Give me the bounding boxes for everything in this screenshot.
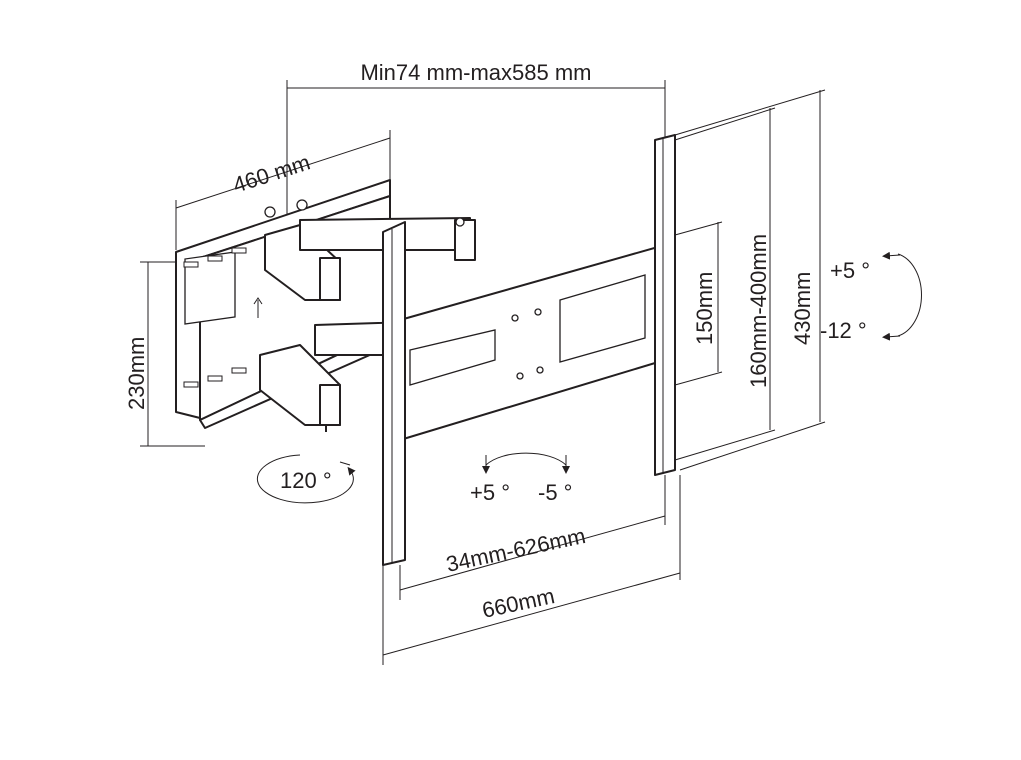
tilt-indicator: +5 ° -12 °	[820, 251, 922, 343]
tv-horizontal-rail	[399, 244, 666, 441]
arm-extension-label: Min74 mm-max585 mm	[360, 60, 591, 85]
swivel-label: 120 °	[280, 468, 332, 493]
hole-spacing-label: 34mm-626mm	[444, 523, 588, 577]
rail-slot-dimension: 150mm	[674, 221, 723, 386]
arm-extension-dimension: Min74 mm-max585 mm	[286, 60, 666, 250]
rail-slot-label: 150mm	[692, 272, 717, 345]
roll-plus-label: +5 °	[470, 480, 510, 505]
vertical-hole-spacing-label: 160mm-400mm	[746, 234, 771, 388]
tv-vertical-rail-left	[382, 221, 406, 566]
tilt-minus-label: -12 °	[820, 318, 867, 343]
tv-vertical-rail-right	[654, 134, 676, 476]
wall-plate-width-label: 460 mm	[230, 149, 313, 197]
bracket-width-label: 660mm	[480, 583, 557, 623]
hole-spacing-dimension: 34mm-626mm	[399, 475, 666, 600]
vertical-hole-spacing-dimension: 160mm-400mm	[674, 107, 776, 461]
rail-height-label: 430mm	[790, 272, 815, 345]
roll-indicator: +5 ° -5 °	[470, 452, 572, 505]
bracket-width-dimension: 660mm	[382, 475, 681, 665]
wall-plate-height-label: 230mm	[124, 337, 149, 410]
tilt-plus-label: +5 °	[830, 258, 870, 283]
roll-minus-label: -5 °	[538, 480, 572, 505]
rail-height-dimension: 430mm	[674, 89, 826, 471]
swivel-indicator: 120 °	[256, 454, 356, 504]
